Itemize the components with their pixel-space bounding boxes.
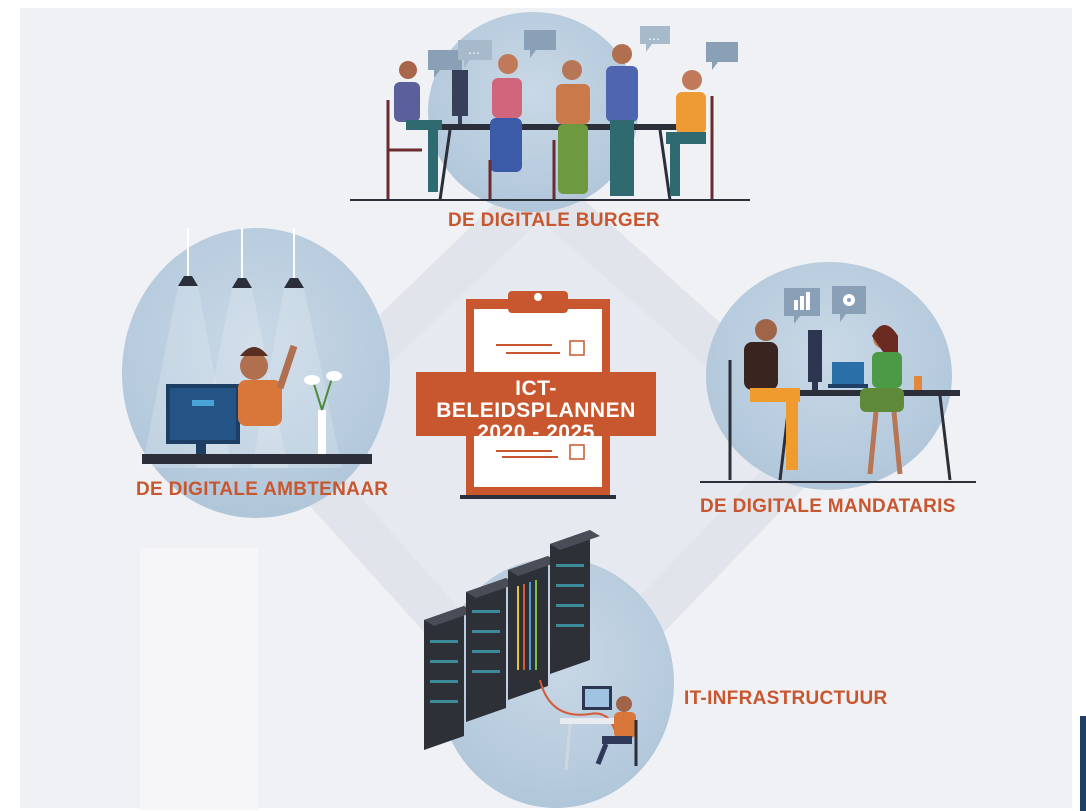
infra-scene <box>424 530 638 771</box>
person-3 <box>552 60 590 200</box>
plan-title-line1: ICT-BELEIDSPLANNEN <box>436 377 636 422</box>
label-infrastructuur: IT-INFRASTRUCTUUR <box>684 688 888 709</box>
edge-accent-bar <box>1080 716 1086 811</box>
plan-title-line2: 2020 - 2025 <box>477 421 595 444</box>
monitor-icon <box>582 686 612 710</box>
mandataris-scene <box>700 286 976 483</box>
svg-text:…: … <box>468 43 480 57</box>
label-mandataris: DE DIGITALE MANDATARIS <box>700 496 956 517</box>
flower-vase-icon <box>304 371 342 456</box>
monitor-icon <box>166 384 240 456</box>
person-4 <box>606 44 638 196</box>
plan-title-banner: ICT-BELEIDSPLANNEN 2020 - 2025 <box>416 372 656 444</box>
person-ambtenaar <box>238 344 298 426</box>
gear-icon <box>832 286 866 322</box>
ambtenaar-scene <box>142 228 372 468</box>
label-burger: DE DIGITALE BURGER <box>448 210 660 231</box>
bar-chart-icon <box>784 288 820 324</box>
person-woman <box>860 325 904 475</box>
person-technician <box>595 696 638 766</box>
label-ambtenaar: DE DIGITALE AMBTENAAR <box>136 479 389 500</box>
person-man <box>728 319 800 480</box>
blank-area <box>140 548 258 810</box>
speech-bubble-icon: … … <box>428 26 738 78</box>
person-5 <box>666 70 714 200</box>
server-rack-icon <box>424 530 600 750</box>
burger-scene: … … <box>350 26 750 201</box>
svg-text:…: … <box>648 29 660 43</box>
person-1 <box>386 61 442 200</box>
person-2 <box>488 54 522 200</box>
